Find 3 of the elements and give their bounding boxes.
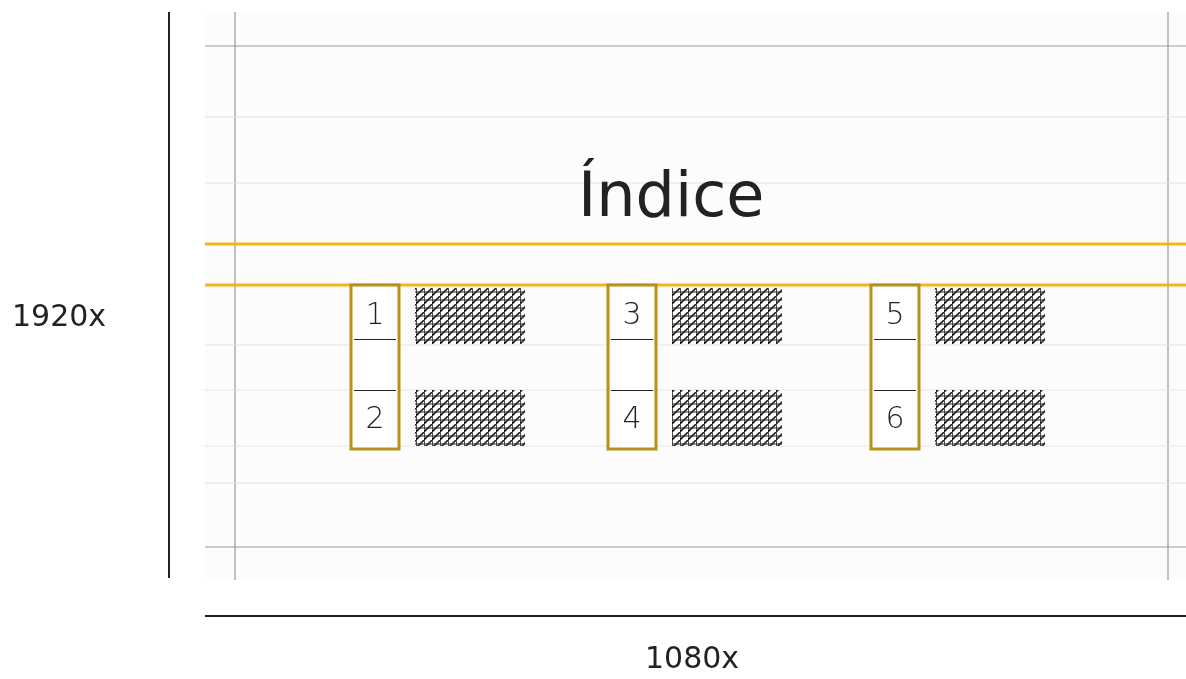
dimension-label: 1920x [12,298,107,333]
heading: Índice [578,157,765,233]
dimension-label: 1080x [645,640,740,675]
